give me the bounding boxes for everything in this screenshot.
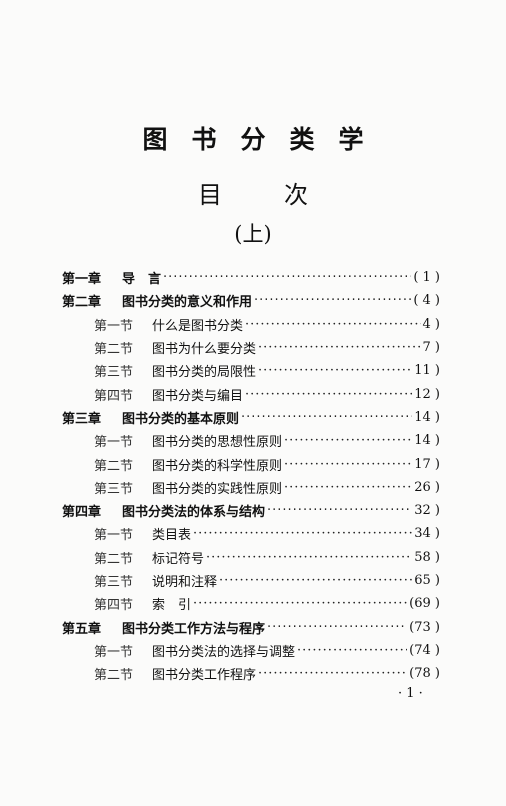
toc-entry-number: 第一节 xyxy=(94,435,134,451)
toc-entry-number: 第五章 xyxy=(62,621,102,637)
dot-leader xyxy=(219,573,412,588)
toc-entry-title: 图书分类工作程序 xyxy=(152,668,257,684)
toc-entry-number: 第一节 xyxy=(94,318,134,334)
toc-entry-title: 图书为什么要分类 xyxy=(152,342,257,358)
toc-entry-page: ( 4 ) xyxy=(413,293,440,309)
toc-entry-number: 第四节 xyxy=(94,388,134,404)
toc-section-row: 第三节 图书分类的局限性 11 ) xyxy=(62,359,440,382)
toc-section-row: 第四节 图书分类与编目 12 ) xyxy=(62,382,440,405)
toc-entry-page: 11 ) xyxy=(414,363,440,379)
toc-entry-title: 索 引 xyxy=(152,598,192,614)
dot-leader xyxy=(258,363,412,378)
toc-chapter-row: 第四章 图书分类法的体系与结构 32 ) xyxy=(62,499,440,522)
dot-leader xyxy=(254,293,411,308)
toc-section-row: 第一节 图书分类法的选择与调整 (74 ) xyxy=(62,639,440,662)
toc-entry-page: ( 1 ) xyxy=(413,270,440,286)
dot-leader xyxy=(284,433,412,448)
toc-entry-title: 图书分类的局限性 xyxy=(152,365,257,381)
dot-leader xyxy=(241,410,412,425)
volume-label: (上) xyxy=(234,222,272,246)
toc-chapter-row: 第一章 导 言 ( 1 ) xyxy=(62,266,440,289)
toc-chapter-row: 第五章 图书分类工作方法与程序 (73 ) xyxy=(62,615,440,638)
book-title: 图书分类学 xyxy=(142,125,388,154)
page-number: · 1 · xyxy=(398,686,423,701)
toc-entry-page: 34 ) xyxy=(414,526,440,542)
dot-leader xyxy=(267,620,407,635)
toc-entry-title: 图书分类工作方法与程序 xyxy=(122,621,266,637)
toc-entry-number: 第二节 xyxy=(94,551,134,567)
toc-entry-page: 17 ) xyxy=(414,456,440,472)
toc-entry-number: 第一章 xyxy=(62,272,102,288)
toc-entry-title: 图书分类的科学性原则 xyxy=(152,458,283,474)
toc-entry-page: 14 ) xyxy=(414,409,440,425)
dot-leader xyxy=(297,643,407,658)
toc-section-row: 第四节 索 引 (69 ) xyxy=(62,592,440,615)
dot-leader xyxy=(193,526,412,541)
toc-entry-title: 图书分类的实践性原则 xyxy=(152,481,283,497)
toc-entry-title: 什么是图书分类 xyxy=(152,318,244,334)
dot-leader xyxy=(245,317,421,332)
dot-leader xyxy=(245,387,412,402)
toc-entry-number: 第二节 xyxy=(94,458,134,474)
toc-entry-title: 图书分类法的体系与结构 xyxy=(122,505,266,521)
toc-entry-page: 4 ) xyxy=(422,316,440,332)
dot-leader xyxy=(258,340,421,355)
toc-entry-page: (73 ) xyxy=(409,619,440,635)
toc-entry-number: 第二章 xyxy=(62,295,102,311)
toc-entry-page: (69 ) xyxy=(409,596,440,612)
toc-entry-number: 第三节 xyxy=(94,575,134,590)
toc-entry-number: 第三章 xyxy=(62,411,102,427)
toc-entry-number: 第一节 xyxy=(94,644,134,660)
toc-entry-number: 第三节 xyxy=(94,365,134,381)
toc-chapter-row: 第二章 图书分类的意义和作用 ( 4 ) xyxy=(62,289,440,312)
toc-section-row: 第二节 图书分类工作程序 (78 ) xyxy=(62,662,440,685)
toc-entry-page: 32 ) xyxy=(414,503,440,519)
toc-entry-page: (78 ) xyxy=(409,666,440,682)
toc-entry-title: 标记符号 xyxy=(152,551,205,567)
toc-entry-title: 图书分类法的选择与调整 xyxy=(152,644,296,660)
dot-leader xyxy=(163,270,411,285)
dot-leader xyxy=(206,550,412,565)
toc-entry-title: 类目表 xyxy=(152,528,192,544)
toc-entry-title: 导 言 xyxy=(122,272,162,288)
toc-entry-page: 14 ) xyxy=(414,433,440,449)
toc-entry-title: 图书分类与编目 xyxy=(152,388,244,404)
toc-heading: 目次 xyxy=(198,181,370,209)
toc-entry-page: 65 ) xyxy=(414,573,440,588)
dot-leader xyxy=(258,666,407,681)
toc-entry-page: 26 ) xyxy=(414,479,440,495)
toc-entry-title: 图书分类的基本原则 xyxy=(122,411,240,427)
dot-leader xyxy=(193,596,407,611)
toc-entry-page: 7 ) xyxy=(422,340,440,356)
toc-section-row: 第三节 图书分类的实践性原则 26 ) xyxy=(62,476,440,499)
toc-entry-title: 说明和注释 xyxy=(152,575,218,590)
dot-leader xyxy=(267,503,412,518)
toc-section-row: 第一节 什么是图书分类 4 ) xyxy=(62,313,440,336)
toc-section-row: 第三节 说明和注释 65 ) xyxy=(62,569,440,592)
toc-entry-number: 第二节 xyxy=(94,668,134,684)
toc-entry-number: 第四章 xyxy=(62,505,102,521)
toc-entry-page: 58 ) xyxy=(414,549,440,565)
toc-section-row: 第一节 类目表 34 ) xyxy=(62,522,440,545)
toc-entry-number: 第二节 xyxy=(94,342,134,358)
table-of-contents: 第一章 导 言 ( 1 ) 第二章 图书分类的意义和作用 ( 4 ) 第一节 什么是图书分类 4… xyxy=(62,266,440,685)
dot-leader xyxy=(284,457,412,472)
toc-section-row: 第二节 图书分类的科学性原则 17 ) xyxy=(62,452,440,475)
toc-entry-number: 第四节 xyxy=(94,598,134,614)
toc-section-row: 第二节 图书为什么要分类 7 ) xyxy=(62,336,440,359)
toc-entry-number: 第三节 xyxy=(94,481,134,497)
toc-entry-title: 图书分类的思想性原则 xyxy=(152,435,283,451)
toc-section-row: 第二节 标记符号 58 ) xyxy=(62,546,440,569)
toc-section-row: 第一节 图书分类的思想性原则 14 ) xyxy=(62,429,440,452)
toc-entry-number: 第一节 xyxy=(94,528,134,544)
toc-entry-title: 图书分类的意义和作用 xyxy=(122,295,253,311)
toc-chapter-row: 第三章 图书分类的基本原则 14 ) xyxy=(62,406,440,429)
toc-entry-page: 12 ) xyxy=(414,386,440,402)
toc-entry-page: (74 ) xyxy=(409,642,440,658)
dot-leader xyxy=(284,480,412,495)
